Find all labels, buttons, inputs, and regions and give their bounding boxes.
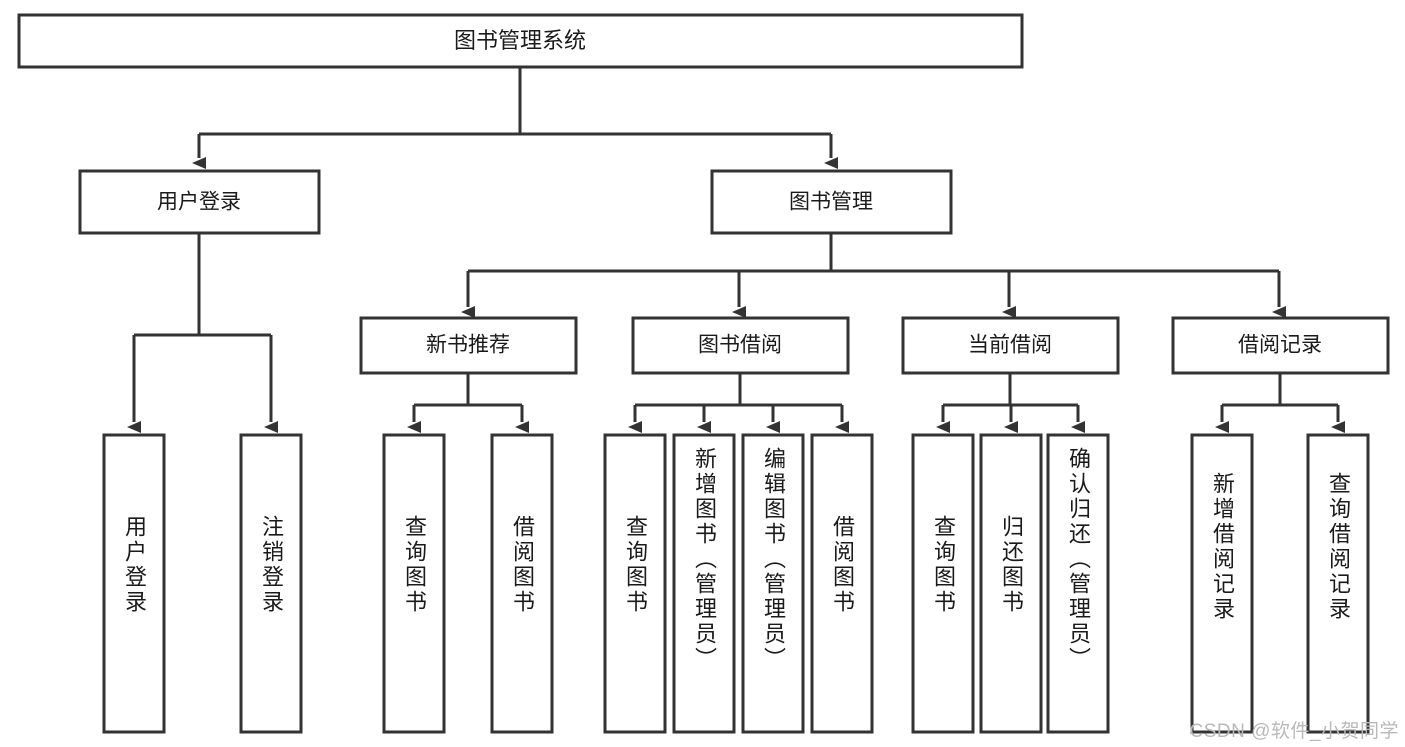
leaf-box-borrow-record-0[interactable] — [1190, 433, 1254, 734]
node-new-book-recommend-label: 新书推荐 — [426, 334, 510, 357]
watermark-text: CSDN @软件_小贺同学 — [1189, 721, 1399, 742]
leaf-box-borrow-record-1[interactable] — [1306, 433, 1370, 734]
node-book-manage-label: 图书管理 — [789, 191, 873, 214]
node-borrow-record-box[interactable] — [1171, 316, 1390, 375]
node-book-borrow-label: 图书借阅 — [698, 334, 782, 357]
node-book-borrow-box[interactable] — [631, 316, 850, 375]
node-root-box[interactable] — [17, 13, 1024, 69]
leaf-box-book-borrow-0[interactable] — [603, 433, 667, 734]
leaf-box-new-book-0[interactable] — [382, 433, 446, 734]
leaf-box-current-borrow-0[interactable] — [911, 433, 975, 734]
leaf-box-user-login-0[interactable] — [102, 433, 166, 734]
leaf-box-book-borrow-3[interactable] — [810, 433, 874, 734]
node-book-manage-box[interactable] — [710, 169, 953, 235]
node-current-borrow-box[interactable] — [901, 316, 1120, 375]
leaf-box-user-login-1[interactable] — [239, 433, 303, 734]
node-root-label: 图书管理系统 — [454, 28, 586, 53]
node-current-borrow-label: 当前借阅 — [968, 334, 1052, 357]
node-new-book-recommend-box[interactable] — [359, 316, 578, 375]
node-user-login-label: 用户登录 — [157, 191, 241, 214]
node-borrow-record-label: 借阅记录 — [1238, 334, 1322, 357]
leaf-box-book-borrow-1[interactable] — [672, 433, 736, 734]
leaf-box-current-borrow-1[interactable] — [979, 433, 1043, 734]
leaf-box-current-borrow-2[interactable] — [1046, 433, 1110, 734]
leaf-box-new-book-1[interactable] — [490, 433, 554, 734]
leaf-box-book-borrow-2[interactable] — [741, 433, 805, 734]
